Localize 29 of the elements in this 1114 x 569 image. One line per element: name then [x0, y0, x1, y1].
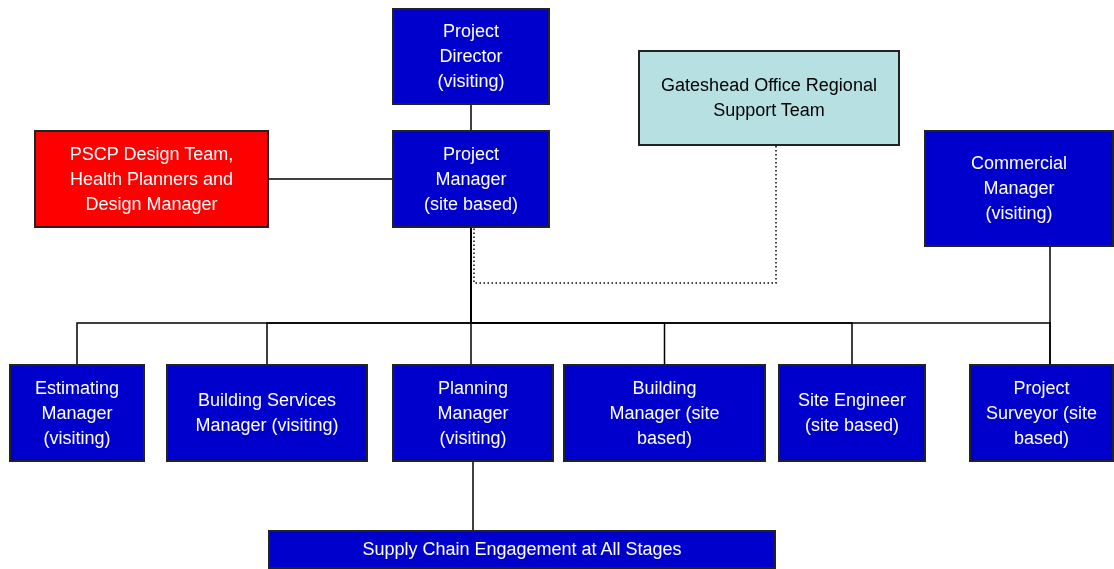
role-box	[166, 364, 368, 462]
role-title: Site Engineer (site based)	[797, 389, 907, 437]
role-box	[969, 364, 1114, 462]
role-box	[268, 530, 776, 569]
role-box	[924, 130, 1114, 247]
role-title: Commercial Manager (visiting)	[970, 152, 1068, 225]
role-title: Supply Chain Engagement at All Stages	[362, 538, 682, 561]
role-box	[778, 364, 926, 462]
role-title: Project Director (visiting)	[436, 20, 506, 93]
role-title: Project Manager (site based)	[422, 142, 519, 216]
role-box	[392, 130, 550, 228]
connector-line	[1049, 246, 1051, 365]
role-title: Project Surveyor (site based)	[984, 376, 1098, 450]
role-title: Building Services Manager (visiting)	[194, 389, 340, 437]
role-title: Gateshead Office Regional Support Team	[660, 74, 878, 122]
role-box	[563, 364, 766, 462]
role-box	[638, 50, 900, 146]
role-box	[34, 130, 269, 228]
connector-line	[268, 178, 393, 180]
role-title: Building Manager (site based)	[608, 376, 721, 450]
role-title: PSCP Design Team, Health Planners and Design Manager	[68, 142, 235, 216]
role-box	[9, 364, 145, 462]
role-box	[392, 364, 554, 462]
connector-line	[472, 461, 474, 531]
dotted-connector	[473, 145, 777, 284]
role-title: Planning Manager (visiting)	[436, 376, 510, 450]
role-box	[392, 8, 550, 105]
role-title: Estimating Manager (visiting)	[33, 376, 120, 450]
connector-line	[470, 104, 472, 131]
